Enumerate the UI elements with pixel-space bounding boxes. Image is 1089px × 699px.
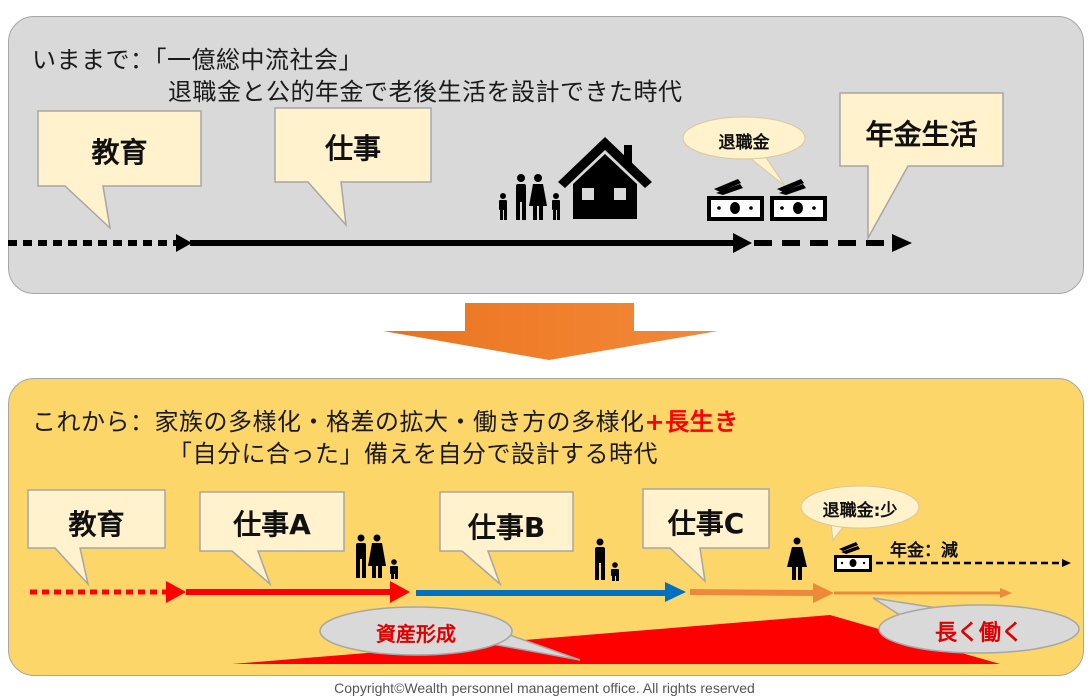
callout-work-b — [439, 491, 574, 587]
work-c-line — [689, 589, 816, 596]
callout-work-past — [274, 107, 432, 228]
work-b-arrowhead — [665, 582, 686, 602]
future-heading-text: これから：家族の多様化・格差の拡大・働き方の多様化 — [32, 408, 645, 436]
severance-label-future: 退職金:少 — [822, 501, 898, 521]
past-heading-line1: いままで：「一億総中流社会」 — [32, 46, 363, 74]
parent-with-child-icon — [595, 538, 619, 581]
stage-label-education-future: 教育 — [68, 508, 125, 541]
past-timeline — [8, 233, 912, 253]
asset-formation-label: 資産形成 — [376, 622, 456, 646]
past-heading-line2: 退職金と公的年金で老後生活を設計できた時代 — [168, 78, 683, 106]
family-icon — [499, 174, 560, 220]
pension-decrease-label: 年金：減 — [890, 541, 958, 561]
stage-label-work-b: 仕事B — [467, 511, 546, 544]
couple-with-child-icon — [356, 534, 398, 579]
down-arrow-icon — [383, 303, 718, 360]
long-work-bubble — [872, 597, 1080, 654]
stage-label-work-a: 仕事A — [233, 508, 311, 541]
future-timeline — [30, 559, 1071, 603]
severance-bubble-future — [800, 485, 920, 542]
long-work-arrowhead — [1000, 588, 1012, 598]
asset-formation-bubble — [319, 606, 581, 661]
stage-label-education-past: 教育 — [91, 136, 148, 169]
callout-pension-life — [839, 92, 1004, 241]
callout-work-a — [199, 491, 345, 587]
pension-arrowhead — [892, 234, 912, 252]
callout-education-future — [27, 489, 166, 587]
long-work-label: 長く働く — [934, 621, 1023, 646]
work-c-arrowhead — [813, 583, 834, 603]
callout-education-past — [37, 110, 202, 231]
education-arrowhead — [166, 581, 186, 603]
future-heading-line2: 「自分に合った」備えを自分で設計する時代 — [168, 440, 658, 468]
work-arrowhead — [733, 233, 752, 253]
single-person-icon — [787, 537, 807, 580]
future-heading-line1: これから：家族の多様化・格差の拡大・働き方の多様化+長生き — [32, 402, 739, 437]
stage-label-work-c: 仕事C — [667, 507, 745, 540]
severance-bubble-past — [682, 116, 806, 187]
money-icon — [834, 542, 872, 572]
pension-arrowhead — [1062, 559, 1071, 567]
work-a-arrowhead — [390, 581, 410, 603]
education-arrowhead — [176, 234, 192, 252]
severance-label-past: 退職金 — [718, 133, 770, 153]
stage-label-pension-life: 年金生活 — [865, 118, 978, 151]
money-icon — [707, 179, 764, 221]
house-icon — [558, 137, 652, 219]
copyright-notice: Copyright©Wealth personnel management of… — [334, 680, 755, 696]
longevity-emphasis: +長生き — [644, 408, 739, 436]
callout-work-c — [642, 488, 770, 584]
stage-label-work-past: 仕事 — [324, 132, 381, 165]
money-icon — [770, 179, 827, 221]
